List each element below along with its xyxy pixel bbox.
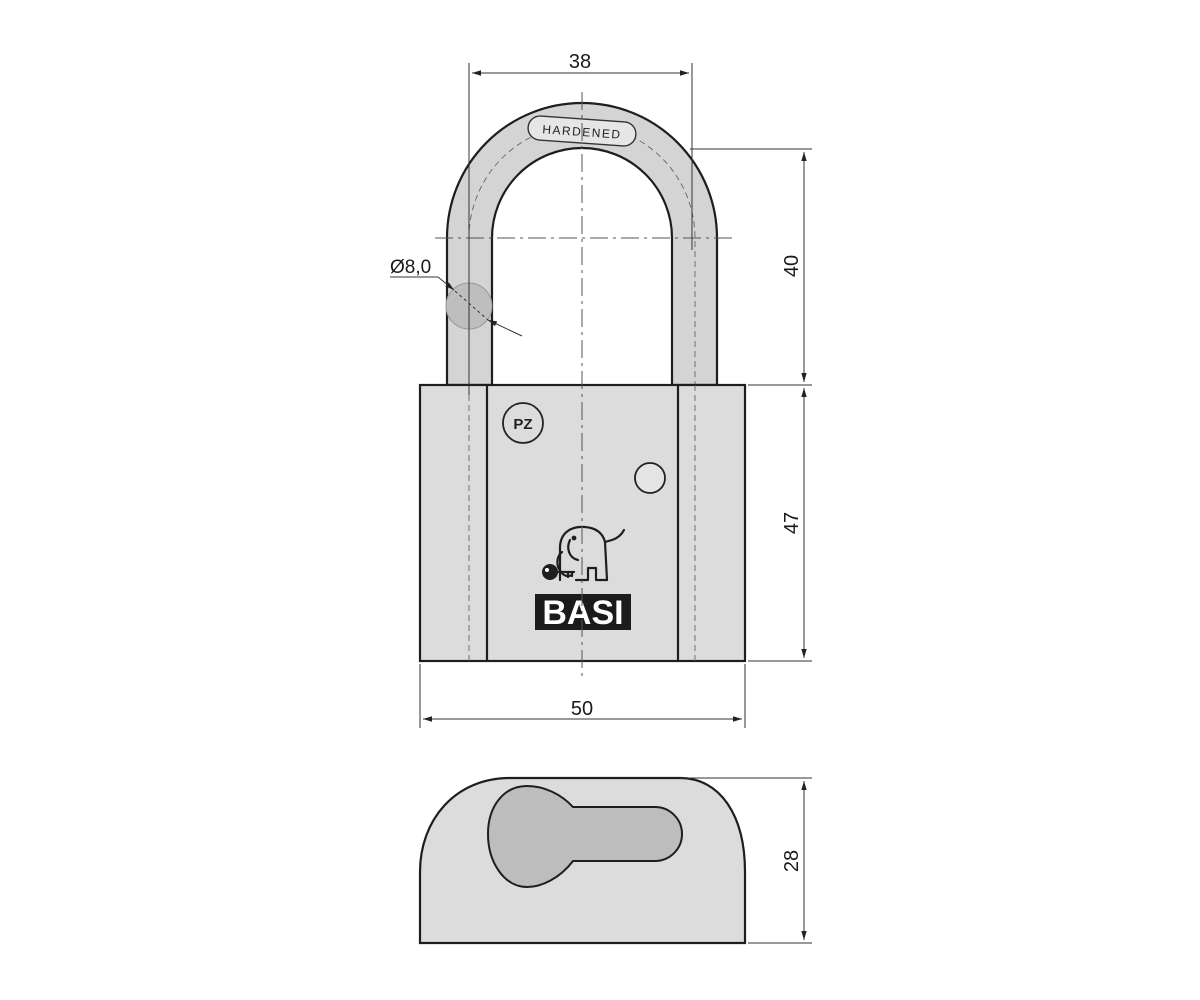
lock-bottom-view	[418, 776, 747, 945]
shackle: HARDENED	[445, 101, 719, 400]
dimension-body-depth: 28	[680, 777, 812, 944]
dimension-shackle-height: 40	[690, 148, 812, 386]
elephant-with-key-icon	[542, 525, 626, 582]
dim-28-label: 28	[781, 850, 803, 872]
dimension-body-width: 50	[419, 664, 746, 728]
brand-plate: BASI	[535, 594, 631, 632]
dimension-body-height: 47	[748, 388, 812, 662]
dim-diameter-label: Ø8,0	[390, 257, 431, 278]
dim-50-label: 50	[571, 698, 593, 720]
shackle-body	[445, 101, 719, 387]
dim-47-label: 47	[781, 512, 803, 534]
pz-label: PZ	[513, 416, 532, 433]
brand-name: BASI	[542, 594, 623, 632]
dim-40-label: 40	[781, 255, 803, 277]
dimension-shackle-diameter: Ø8,0	[390, 257, 523, 337]
dim-38-label: 38	[569, 51, 591, 73]
body-rivet	[634, 462, 666, 494]
lock-body: PZ BASI	[418, 383, 747, 663]
pz-badge: PZ	[502, 402, 544, 444]
dimension-shackle-width: 38	[468, 51, 693, 395]
cylinder-keyway	[486, 784, 683, 889]
